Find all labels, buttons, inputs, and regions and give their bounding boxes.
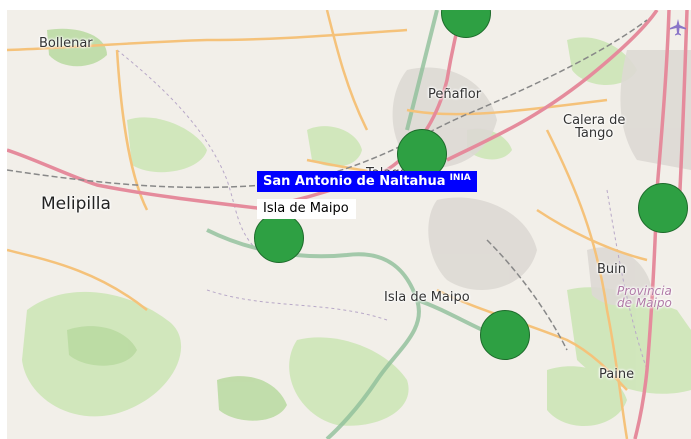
place-melipilla: Melipilla: [41, 194, 111, 214]
place-provincia-de-maipo: Provincia de Maipo: [617, 284, 672, 310]
station-marker[interactable]: [480, 310, 530, 360]
tooltip-badge: INIA: [449, 173, 471, 183]
place-isla-de-maipo: Isla de Maipo: [384, 290, 470, 305]
airport-icon: [670, 19, 686, 36]
basemap: [7, 10, 691, 439]
place-bollenar: Bollenar: [39, 36, 93, 51]
station-marker[interactable]: [397, 129, 447, 179]
station-marker-selected[interactable]: [254, 213, 304, 263]
station-marker[interactable]: [638, 183, 688, 233]
tooltip-title-text: San Antonio de Naltahua: [263, 174, 446, 189]
place-buin: Buin: [597, 262, 627, 277]
map-canvas[interactable]: Bollenar Peñaflor Calera de Tango Melipi…: [7, 10, 691, 439]
tooltip-station-location: Isla de Maipo: [257, 199, 356, 219]
place-paine: Paine: [599, 367, 635, 382]
place-calera-de-tango: Calera de Tango: [563, 113, 626, 141]
place-penaflor: Peñaflor: [428, 87, 482, 102]
